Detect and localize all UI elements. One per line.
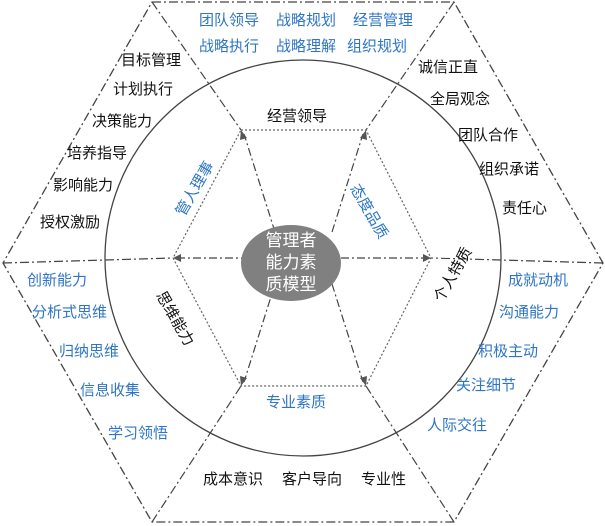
lr-item-3: 积极主动 <box>478 342 539 360</box>
ur-item-5: 责任心 <box>502 199 548 217</box>
middle-circle <box>104 59 502 457</box>
ul-item-4: 培养指导 <box>67 144 128 162</box>
ll-item-3: 归纳思维 <box>59 342 120 360</box>
ul-item-3: 决策能力 <box>92 112 153 130</box>
lr-item-1: 成就动机 <box>508 271 569 289</box>
ul-item-6: 授权激励 <box>40 213 101 231</box>
ur-item-2: 全局观念 <box>430 90 491 108</box>
ul-item-2: 计划执行 <box>113 80 174 98</box>
section-bottom: 专业素质 <box>266 393 327 411</box>
ur-item-1: 诚信正直 <box>418 58 479 76</box>
center-line-2: 能力素 <box>265 253 317 273</box>
bottom-item-1: 成本意识 <box>203 470 264 488</box>
ll-item-5: 学习领悟 <box>108 424 169 442</box>
bottom-item-3: 专业性 <box>361 470 407 488</box>
ur-item-4: 组织承诺 <box>479 160 540 178</box>
center-line-3: 质模型 <box>265 275 317 295</box>
ul-item-5: 影响能力 <box>53 176 114 194</box>
section-top: 经营领导 <box>267 107 328 125</box>
lr-item-2: 沟通能力 <box>499 303 560 321</box>
ll-item-1: 创新能力 <box>27 271 88 289</box>
ll-item-4: 信息收集 <box>80 381 141 399</box>
top-item-5: 战略理解 <box>276 37 337 55</box>
center-line-1: 管理者 <box>265 231 317 251</box>
center-arrows <box>178 133 426 383</box>
center-ellipse <box>241 225 341 301</box>
ll-item-2: 分析式思维 <box>32 303 108 321</box>
top-item-2: 战略规划 <box>276 11 337 29</box>
top-item-1: 团队领导 <box>199 11 260 29</box>
top-item-3: 经营管理 <box>353 11 414 29</box>
lr-item-5: 人际交往 <box>427 416 488 434</box>
lr-item-4: 关注细节 <box>456 376 517 394</box>
ul-item-1: 目标管理 <box>121 51 182 69</box>
bottom-item-2: 客户导向 <box>282 470 343 488</box>
center-label: 管理者 能力素 质模型 <box>241 226 341 300</box>
top-item-4: 战略执行 <box>199 37 260 55</box>
arrow-heads <box>173 130 431 386</box>
top-item-6: 组织规划 <box>347 37 408 55</box>
ur-item-3: 团队合作 <box>458 126 519 144</box>
